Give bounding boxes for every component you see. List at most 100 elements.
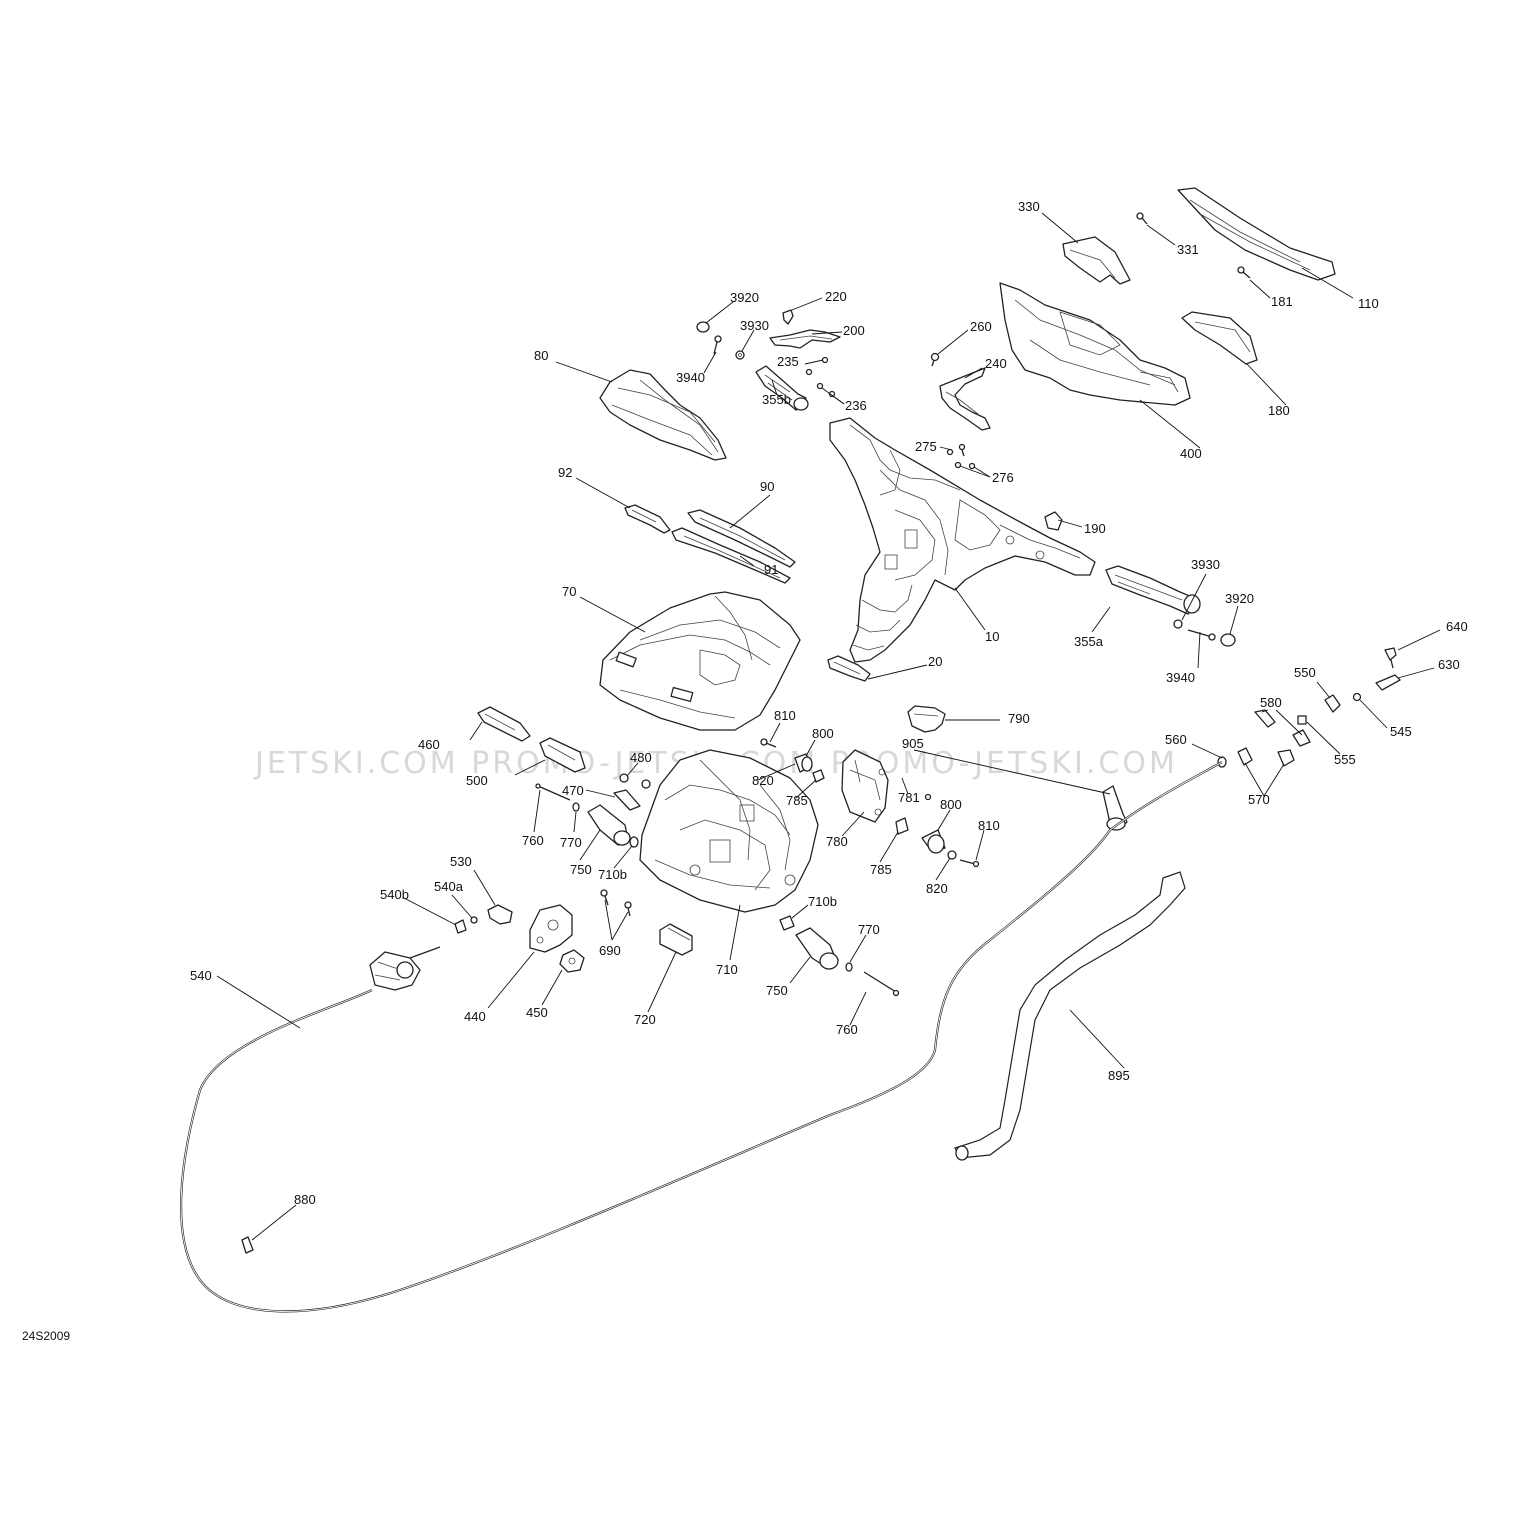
part-470-clip: [613, 789, 641, 811]
part-3940-bolt-left: [713, 335, 722, 355]
part-820-washer-lower: [947, 850, 957, 860]
callout-810-lower: 810: [978, 818, 1000, 833]
callout-750-left: 750: [570, 862, 592, 877]
part-3920-cap-left: [696, 321, 710, 333]
part-355b-grip-left: [755, 365, 809, 411]
callout-460: 460: [418, 737, 440, 752]
callout-275: 275: [915, 439, 937, 454]
part-500-bracket: [539, 737, 586, 773]
part-440-bracket: [529, 904, 573, 953]
callout-555: 555: [1334, 752, 1356, 767]
callout-710b-left: 710b: [598, 867, 627, 882]
callout-190: 190: [1084, 521, 1106, 536]
part-640-bolt: [1384, 647, 1397, 669]
part-236-washer: [816, 382, 836, 398]
part-20-collar: [827, 655, 871, 682]
callout-3940-right: 3940: [1166, 670, 1195, 685]
callout-3940-left: 3940: [676, 370, 705, 385]
callout-880: 880: [294, 1192, 316, 1207]
part-260-screw: [930, 352, 940, 367]
part-330-cover: [1062, 236, 1131, 285]
part-276-washer: [954, 461, 976, 470]
callout-3920-right: 3920: [1225, 591, 1254, 606]
callout-560: 560: [1165, 732, 1187, 747]
callout-200: 200: [843, 323, 865, 338]
callout-540a: 540a: [434, 879, 464, 894]
callout-240: 240: [985, 356, 1007, 371]
callout-235: 235: [777, 354, 799, 369]
callout-3930-left: 3930: [740, 318, 769, 333]
part-780-housing: [841, 749, 889, 823]
leader-lines: [216, 212, 1441, 1241]
callout-540b: 540b: [380, 887, 409, 902]
callout-640: 640: [1446, 619, 1468, 634]
callout-470: 470: [562, 783, 584, 798]
callout-355a: 355a: [1074, 634, 1104, 649]
part-630-bolt: [1375, 674, 1401, 691]
callout-331: 331: [1177, 242, 1199, 257]
callout-750-right: 750: [766, 983, 788, 998]
part-540b-nut: [454, 919, 467, 934]
callout-710b-right: 710b: [808, 894, 837, 909]
part-92-bracket: [624, 504, 671, 534]
part-190-clip: [1044, 511, 1063, 531]
part-790-handle: [907, 705, 946, 733]
callout-440: 440: [464, 1009, 486, 1024]
callout-710: 710: [716, 962, 738, 977]
callout-330: 330: [1018, 199, 1040, 214]
part-545-nut: [1352, 692, 1362, 702]
diagram-code: 24S2009: [22, 1329, 70, 1343]
part-275-screw: [946, 443, 966, 457]
callout-236: 236: [845, 398, 867, 413]
callout-80: 80: [534, 348, 548, 363]
callout-720: 720: [634, 1012, 656, 1027]
part-355a-grip-right: [1105, 565, 1201, 615]
callout-260: 260: [970, 319, 992, 334]
part-710-lower-housing: [639, 749, 819, 913]
callout-785-lower: 785: [870, 862, 892, 877]
callout-10: 10: [985, 629, 999, 644]
part-580-screw: [1254, 709, 1311, 747]
callout-760-left: 760: [522, 833, 544, 848]
callout-780: 780: [826, 834, 848, 849]
part-810-pin-upper: [760, 738, 777, 748]
part-200-lever: [769, 329, 841, 349]
part-785-nut-upper: [812, 769, 825, 783]
callout-810-upper: 810: [774, 708, 796, 723]
callout-276: 276: [992, 470, 1014, 485]
part-555-nut: [1297, 715, 1307, 725]
callout-355b: 355b: [762, 392, 791, 407]
parts-layer: [179, 187, 1401, 1313]
part-91-bracket: [671, 527, 791, 584]
part-90-bracket: [687, 509, 796, 568]
part-180-side-cover: [1181, 311, 1258, 365]
part-540a-nut: [470, 916, 478, 924]
part-720-block: [659, 923, 693, 956]
part-80-cover: [599, 369, 727, 461]
part-570-bracket: [1237, 747, 1295, 767]
callout-785-upper: 785: [786, 793, 808, 808]
part-70-console: [599, 591, 801, 731]
part-240-lever: [939, 367, 991, 431]
part-905-boot: [1102, 785, 1128, 831]
part-3930-washer-left: [735, 350, 745, 360]
part-3920-cap-right: [1220, 633, 1236, 647]
part-460-switch: [477, 706, 531, 742]
part-770-washer-right: [845, 962, 853, 972]
callout-540: 540: [190, 968, 212, 983]
part-810-pin-lower: [959, 859, 980, 868]
callout-450: 450: [526, 1005, 548, 1020]
part-800-knob-lower: [921, 829, 946, 854]
callout-181: 181: [1271, 294, 1293, 309]
part-710b-clip-left: [629, 836, 639, 848]
part-480-fastener: [619, 773, 651, 789]
part-331-screw: [1136, 212, 1148, 225]
part-3930-washer-right: [1173, 619, 1183, 629]
part-400-handlebar-cover: [999, 282, 1191, 406]
part-750-boot-right: [795, 927, 839, 970]
callout-770-left: 770: [560, 835, 582, 850]
callout-110: 110: [1358, 296, 1379, 311]
callout-91: 91: [764, 562, 778, 577]
callout-580: 580: [1260, 695, 1282, 710]
